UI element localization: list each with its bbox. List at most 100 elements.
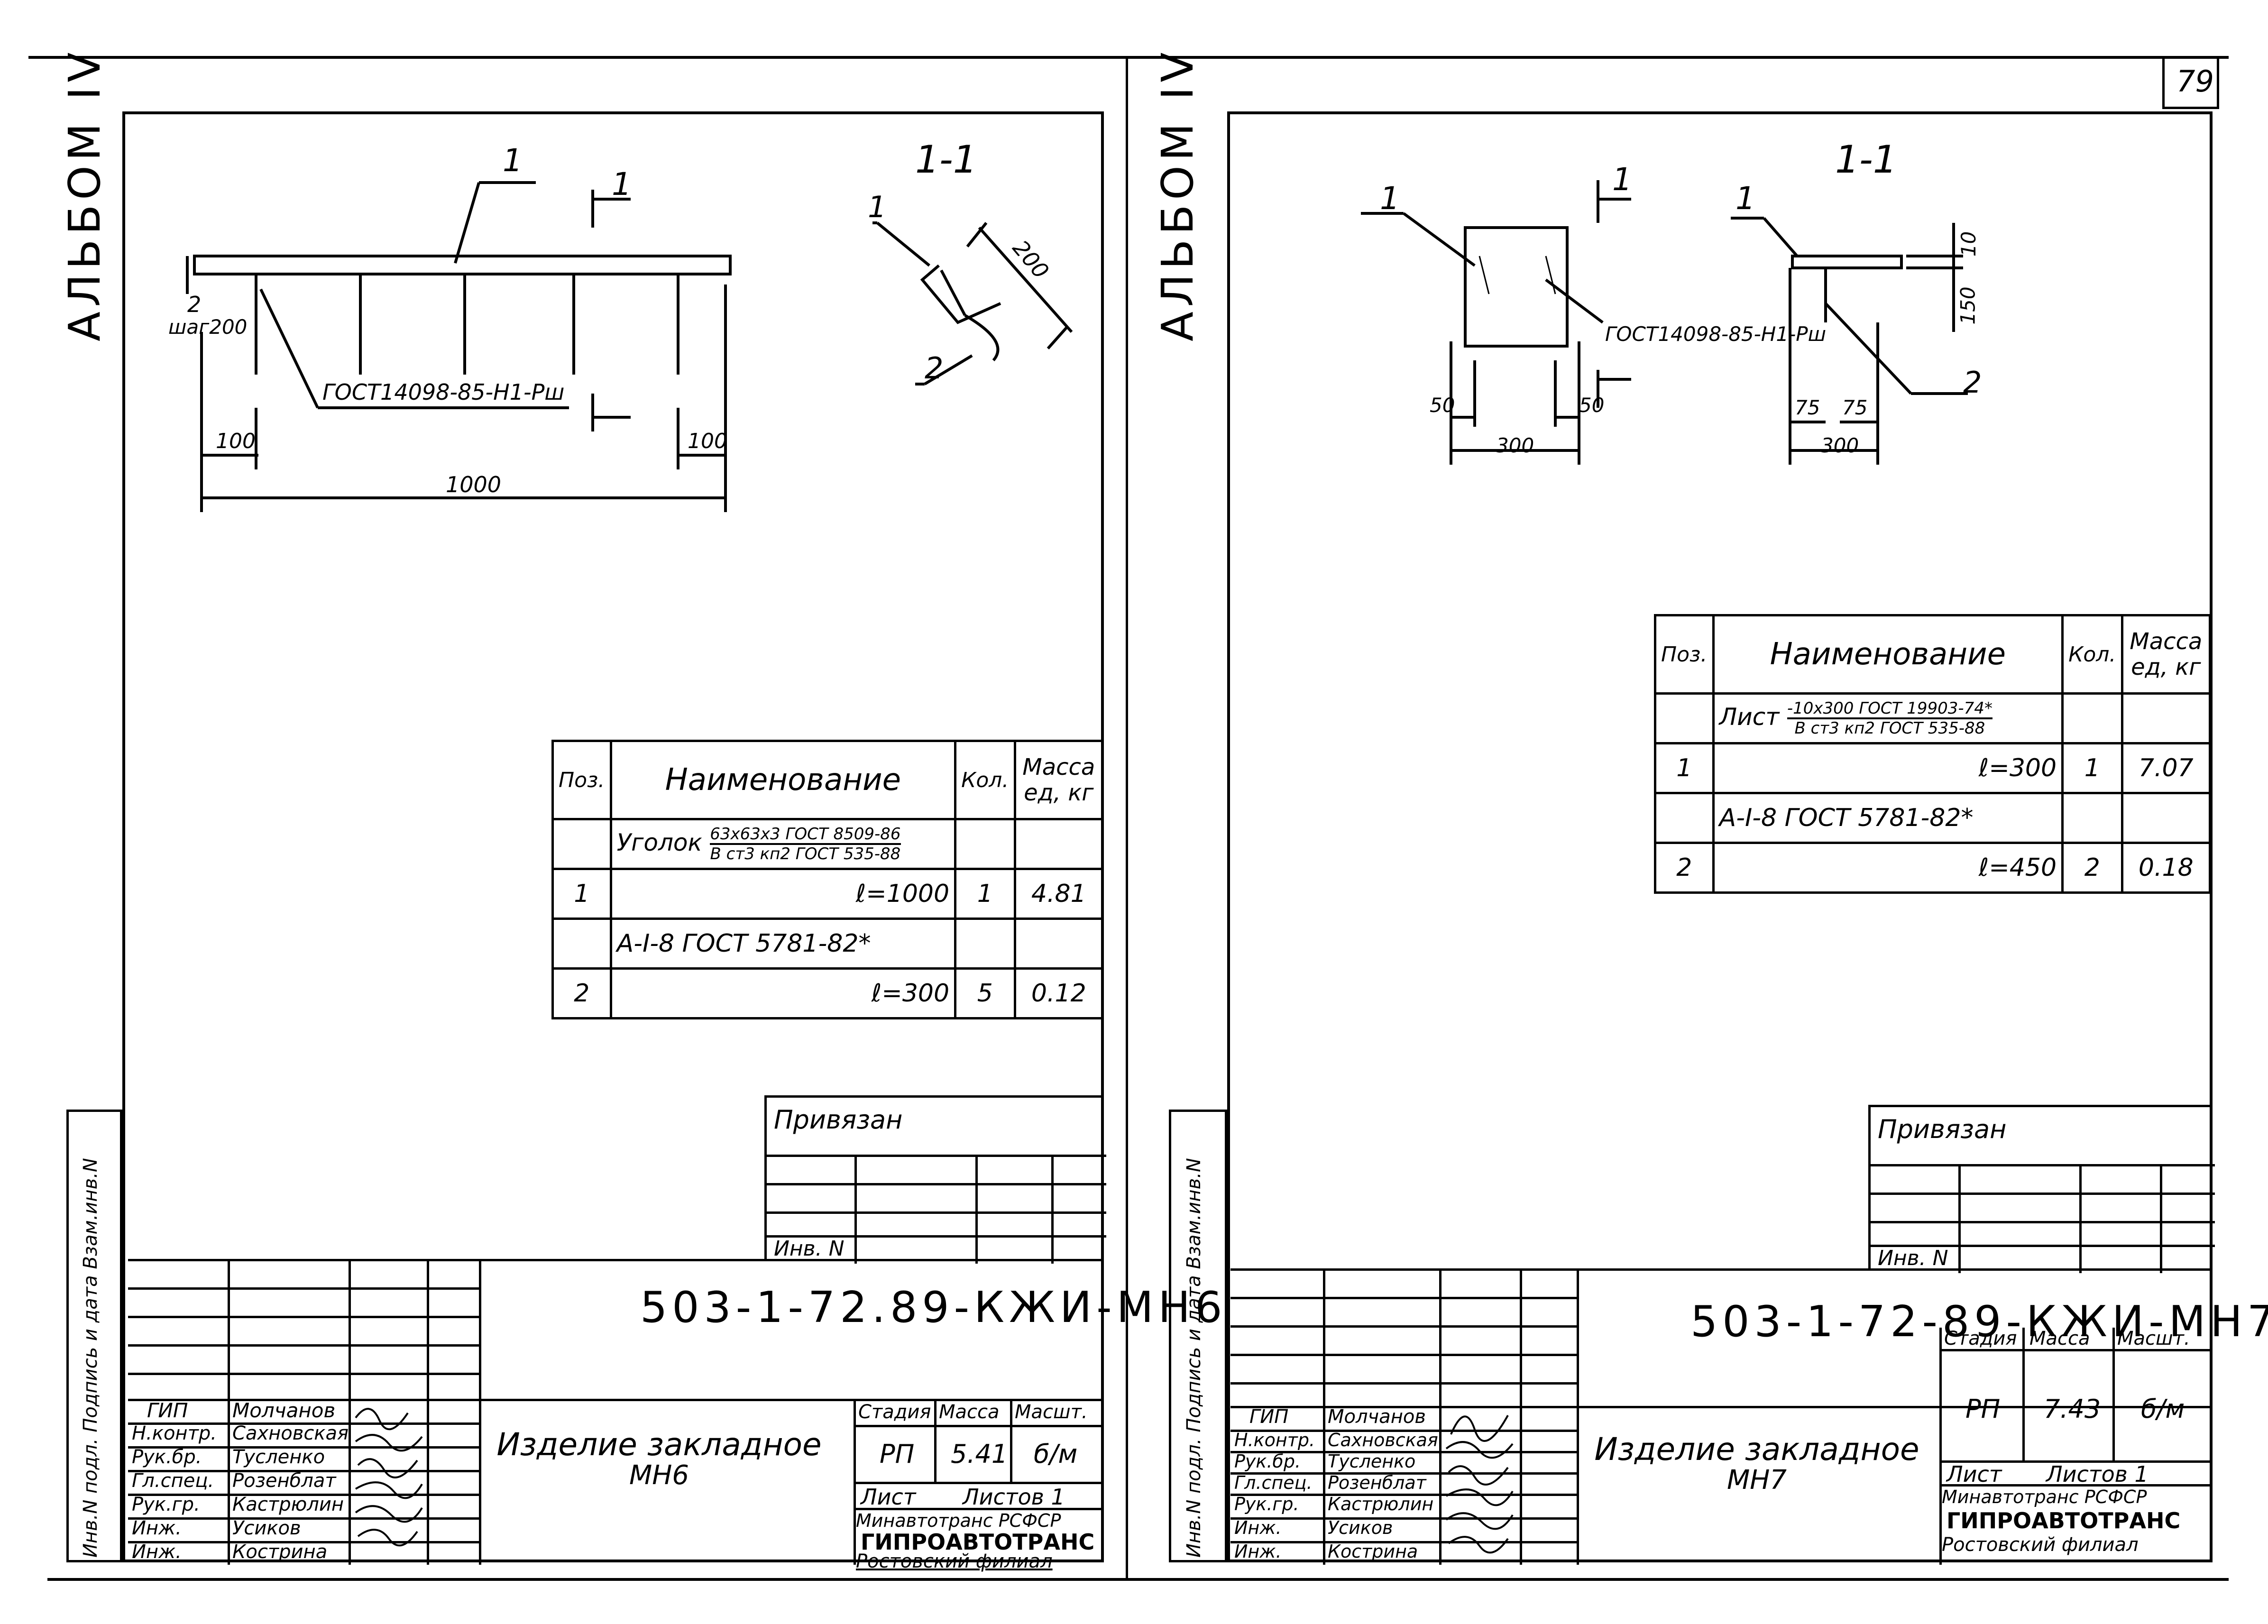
- header-mass: Масса ед, кг: [2121, 614, 2212, 695]
- signature-scribbles: [355, 1408, 423, 1547]
- item-fraction: 63x63x3 ГОСТ 8509-86 В ст3 кп2 ГОСТ 535-…: [710, 825, 901, 863]
- right-weld-label: ГОСТ14098-85-Н1-Рш: [1605, 322, 1827, 346]
- left-tied-block: Привязан Инв. N: [764, 1095, 1106, 1264]
- header-qty: Кол.: [954, 740, 1016, 820]
- item-name: Лист: [1719, 703, 1780, 731]
- right-section-title: 1-1: [1835, 138, 1897, 182]
- item-fraction-bottom: В ст3 кп2 ГОСТ 535-88: [710, 844, 901, 863]
- table-row: А-I-8 ГОСТ 5781-82*: [1654, 792, 2212, 844]
- cell-mass: 4.81: [1013, 868, 1104, 920]
- left-spec-table: Поз. Наименование Кол. Масса ед, кг Угол…: [551, 740, 1104, 1019]
- inv-label: Инв. N: [774, 1237, 845, 1261]
- org-line2: ГИПРОАВТОТРАНС: [861, 1529, 1095, 1555]
- staff-name: Сахновская: [232, 1422, 349, 1444]
- staff-role: Инж.: [1234, 1541, 1282, 1562]
- left-dim-100b: 100: [688, 429, 727, 453]
- org-line3: Ростовский филиал: [1942, 1534, 2139, 1556]
- cell-len: ℓ=300: [609, 967, 957, 1019]
- left-dim-100a: 100: [216, 429, 256, 453]
- right-dim-75b: 75: [1842, 396, 1868, 419]
- staff-role: Рук.бр.: [1234, 1451, 1301, 1472]
- page-number-box: [2162, 57, 2219, 109]
- left-pos1-label: 1: [503, 142, 523, 179]
- right-pos1-label: 1: [1380, 180, 1400, 217]
- staff-name: Сахновская: [1328, 1430, 1438, 1450]
- mass-value: 7.43: [2044, 1394, 2101, 1424]
- sheets-label: Листов 1: [963, 1484, 1065, 1510]
- scale-header: Масшт.: [1015, 1401, 1088, 1423]
- header-pos: Поз.: [551, 740, 612, 820]
- left-section-title: 1-1: [915, 138, 977, 182]
- right-cut-label: 1: [1612, 161, 1632, 198]
- table-row: Уголок 63x63x3 ГОСТ 8509-86 В ст3 кп2 ГО…: [551, 818, 1104, 870]
- right-dim-10: 10: [1957, 231, 1981, 257]
- staff-role: ГИП: [1249, 1406, 1289, 1428]
- org-line3: Ростовский филиал: [856, 1551, 1053, 1572]
- left-section-pos1: 1: [868, 190, 887, 224]
- table-row: 1 ℓ=300 1 7.07: [1654, 742, 2212, 794]
- cell-pos: 1: [551, 868, 612, 920]
- inv-label: Инв. N: [1878, 1246, 1948, 1270]
- cell-pos: 2: [1654, 842, 1715, 894]
- doc-code: 503-1-72.89-КЖИ-МН6: [640, 1283, 1227, 1332]
- table-row: 2 ℓ=300 5 0.12: [551, 967, 1104, 1019]
- item-name-cell: Лист -10x300 ГОСТ 19903-74* В ст3 кп2 ГО…: [1712, 692, 2064, 744]
- cell-qty: 1: [2061, 742, 2123, 794]
- staff-name: Усиков: [232, 1517, 301, 1539]
- table-row: 2 ℓ=450 2 0.18: [1654, 842, 2212, 894]
- stage-header: Стадия: [858, 1401, 931, 1423]
- left-side-stamp: [66, 1110, 122, 1562]
- right-dim-300b: 300: [1821, 434, 1859, 457]
- header-name: Наименование: [1712, 614, 2064, 695]
- cell-name: А-I-8 ГОСТ 5781-82*: [609, 918, 957, 970]
- staff-name: Кастрюлин: [1328, 1494, 1434, 1514]
- sheet-label: Лист: [1947, 1461, 2002, 1487]
- cell-mass: 0.12: [1013, 967, 1104, 1019]
- page-number: 79: [2176, 64, 2214, 99]
- staff-name: Розенблат: [1328, 1472, 1426, 1493]
- staff-name: Усиков: [1328, 1517, 1393, 1538]
- staff-name: Тусленко: [232, 1446, 325, 1468]
- staff-role: Гл.спец.: [1234, 1472, 1313, 1493]
- staff-role: Рук.бр.: [132, 1446, 202, 1468]
- right-dim-300a: 300: [1496, 434, 1534, 457]
- staff-name: Кастрюлин: [232, 1494, 344, 1515]
- left-dim-1000: 1000: [446, 472, 502, 497]
- cell-mass: 7.07: [2121, 742, 2212, 794]
- table-row: Поз. Наименование Кол. Масса ед, кг: [551, 740, 1104, 820]
- cell-pos: 1: [1654, 742, 1715, 794]
- sheets-label: Листов 1: [2046, 1461, 2149, 1487]
- signature-scribbles: [1445, 1415, 1514, 1554]
- doc-title-line2: МН6: [629, 1460, 689, 1491]
- stage-header: Стадия: [1944, 1328, 2017, 1349]
- doc-code: 503-1-72-89-КЖИ-МН7: [1690, 1297, 2268, 1347]
- sheet-label: Лист: [861, 1484, 916, 1510]
- scale-value: б/м: [1034, 1439, 1078, 1469]
- staff-name: Молчанов: [1328, 1406, 1426, 1428]
- cell-qty: 2: [2061, 842, 2123, 894]
- left-title-block: ГИП Молчанов Н.контр. Сахновская Рук.бр.…: [128, 1259, 1222, 1572]
- right-title-block: ГИП Молчанов Н.контр. Сахновская Рук.бр.…: [1230, 1268, 2268, 1565]
- mass-header: Масса: [939, 1401, 1000, 1423]
- cell-qty: 5: [954, 967, 1016, 1019]
- left-section-pos2: 2: [925, 351, 944, 385]
- staff-name: Кострина: [232, 1541, 328, 1563]
- right-section-pos1: 1: [1735, 180, 1755, 217]
- org-line2: ГИПРОАВТОТРАНС: [1947, 1508, 2181, 1533]
- header-name: Наименование: [609, 740, 957, 820]
- cell-len: ℓ=300: [1712, 742, 2064, 794]
- header-qty: Кол.: [2061, 614, 2123, 695]
- mass-value: 5.41: [951, 1439, 1008, 1469]
- item-fraction: -10x300 ГОСТ 19903-74* В ст3 кп2 ГОСТ 53…: [1787, 699, 1993, 737]
- staff-role: Гл.спец.: [132, 1470, 214, 1492]
- right-dim-150: 150: [1956, 286, 1980, 325]
- table-row: А-I-8 ГОСТ 5781-82*: [551, 918, 1104, 970]
- tied-label: Привязан: [1878, 1114, 2007, 1144]
- right-dim-75a: 75: [1795, 396, 1820, 419]
- tied-label: Привязан: [774, 1105, 903, 1135]
- cell-name: А-I-8 ГОСТ 5781-82*: [1712, 792, 2064, 844]
- staff-name: Молчанов: [232, 1399, 336, 1422]
- scale-value: б/м: [2141, 1394, 2185, 1424]
